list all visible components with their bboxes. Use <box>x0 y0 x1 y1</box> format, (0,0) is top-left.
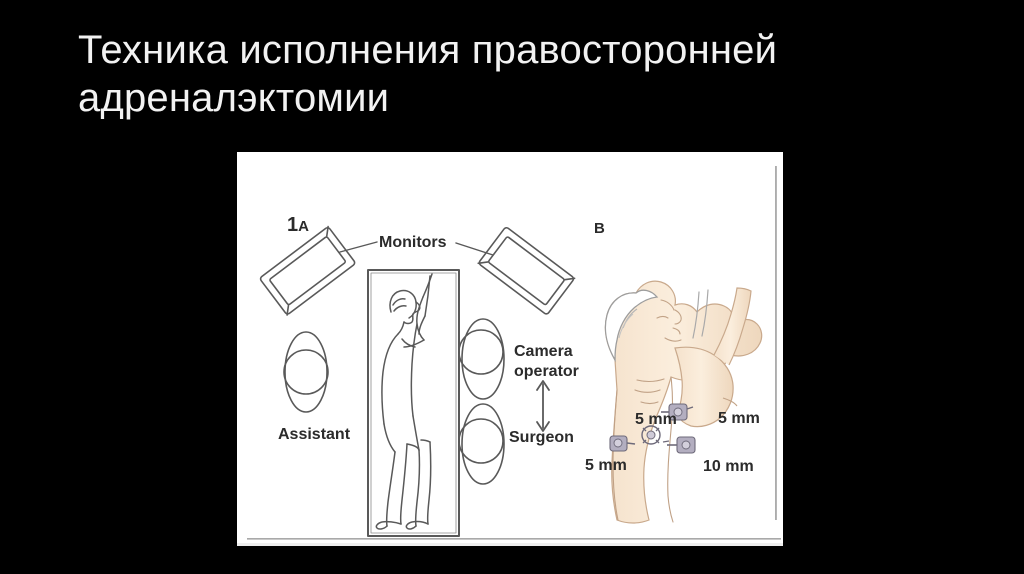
assistant-label: Assistant <box>278 426 351 443</box>
panel-a-letter: A <box>298 218 309 235</box>
page-title: Техника исполнения правосторонней адрена… <box>78 28 789 120</box>
page-edge-right <box>775 166 777 520</box>
page-edge-bottom-highlight <box>237 543 783 546</box>
panel-a-label: 1A <box>287 214 309 237</box>
figure-panel: 1A B Monitors Camera operator Surgeon As… <box>237 152 783 546</box>
trocar-port-bottom-left <box>609 435 636 452</box>
camera-operator-label-line1: Camera <box>514 343 573 360</box>
trocar-port-top-right <box>661 403 694 421</box>
trocar-port-bottom-right <box>662 436 696 454</box>
camera-operator-label: Camera operator <box>514 342 579 382</box>
surgeon-label: Surgeon <box>509 429 574 446</box>
surgical-setup-illustration <box>259 225 763 537</box>
camera-operator-label-line2: operator <box>514 363 579 380</box>
trocar-port-middle <box>641 425 661 445</box>
port-label-bottom-right: 10 mm <box>703 458 754 475</box>
panel-b-label: B <box>594 220 605 237</box>
monitors-label: Monitors <box>379 234 447 251</box>
port-label-bottom-left: 5 mm <box>585 457 627 474</box>
port-label-top-left: 5 mm <box>635 411 677 428</box>
page-edge-bottom <box>247 538 781 540</box>
panel-a-number: 1 <box>287 214 299 236</box>
port-label-top-right: 5 mm <box>718 410 760 427</box>
